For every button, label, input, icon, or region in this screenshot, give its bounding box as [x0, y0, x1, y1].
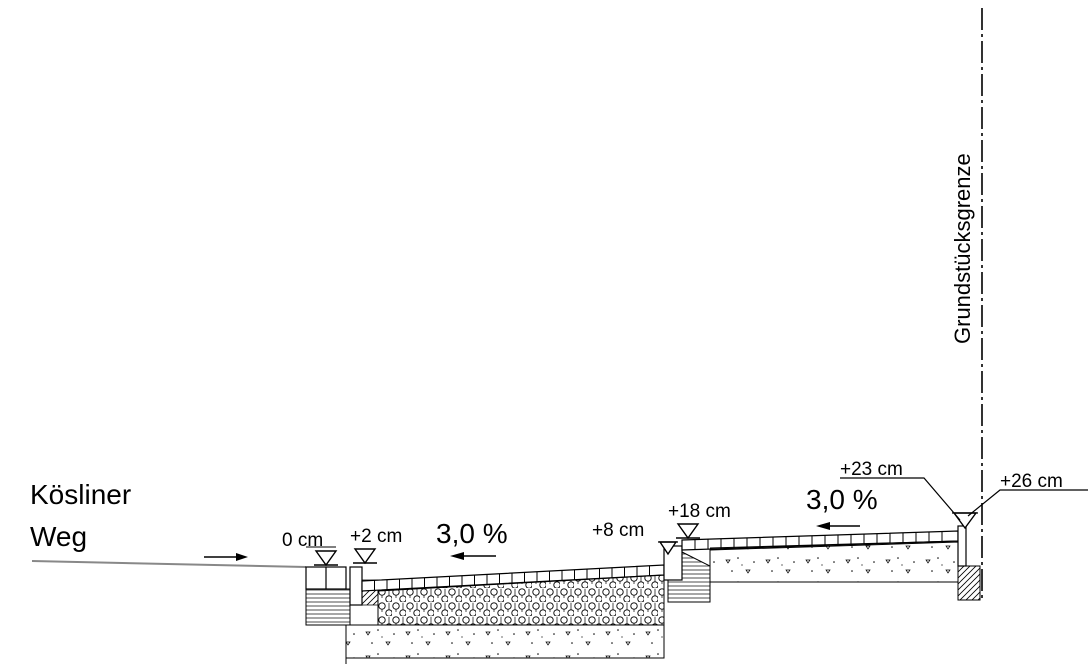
elevation-label-18: +18 cm — [668, 501, 731, 522]
elevation-marker-26 — [952, 512, 978, 530]
middle-edge-stone — [663, 545, 711, 603]
slope-label-right: 3,0 % — [806, 484, 878, 515]
street-surface-line — [31, 560, 307, 568]
elevation-label-23: +23 cm — [840, 459, 903, 480]
slope-arrow-right — [816, 522, 860, 530]
elevation-label-2: +2 cm — [350, 526, 402, 547]
elevation-label-0: 0 cm — [282, 530, 323, 551]
boundary-label: Grundstücksgrenze — [950, 153, 975, 344]
elevation-marker-18 — [676, 523, 700, 540]
street-label-line2: Weg — [30, 521, 87, 552]
slope-label-left: 3,0 % — [436, 518, 508, 549]
concrete-subbase-left — [345, 624, 665, 659]
elevation-marker-2 — [353, 548, 377, 565]
street-label-line1: Kösliner — [30, 479, 131, 510]
elevation-marker-8 — [658, 541, 678, 556]
right-edge-stone — [957, 525, 981, 601]
elevation-marker-0 — [314, 550, 338, 567]
street-direction-arrow — [204, 553, 248, 561]
elevation-leader-23 — [840, 477, 961, 521]
slope-arrow-left — [450, 552, 496, 560]
elevation-leader-26 — [967, 489, 1088, 517]
elevation-label-26: +26 cm — [1000, 471, 1063, 492]
elevation-label-8: +8 cm — [592, 520, 644, 541]
left-curb — [305, 566, 351, 626]
